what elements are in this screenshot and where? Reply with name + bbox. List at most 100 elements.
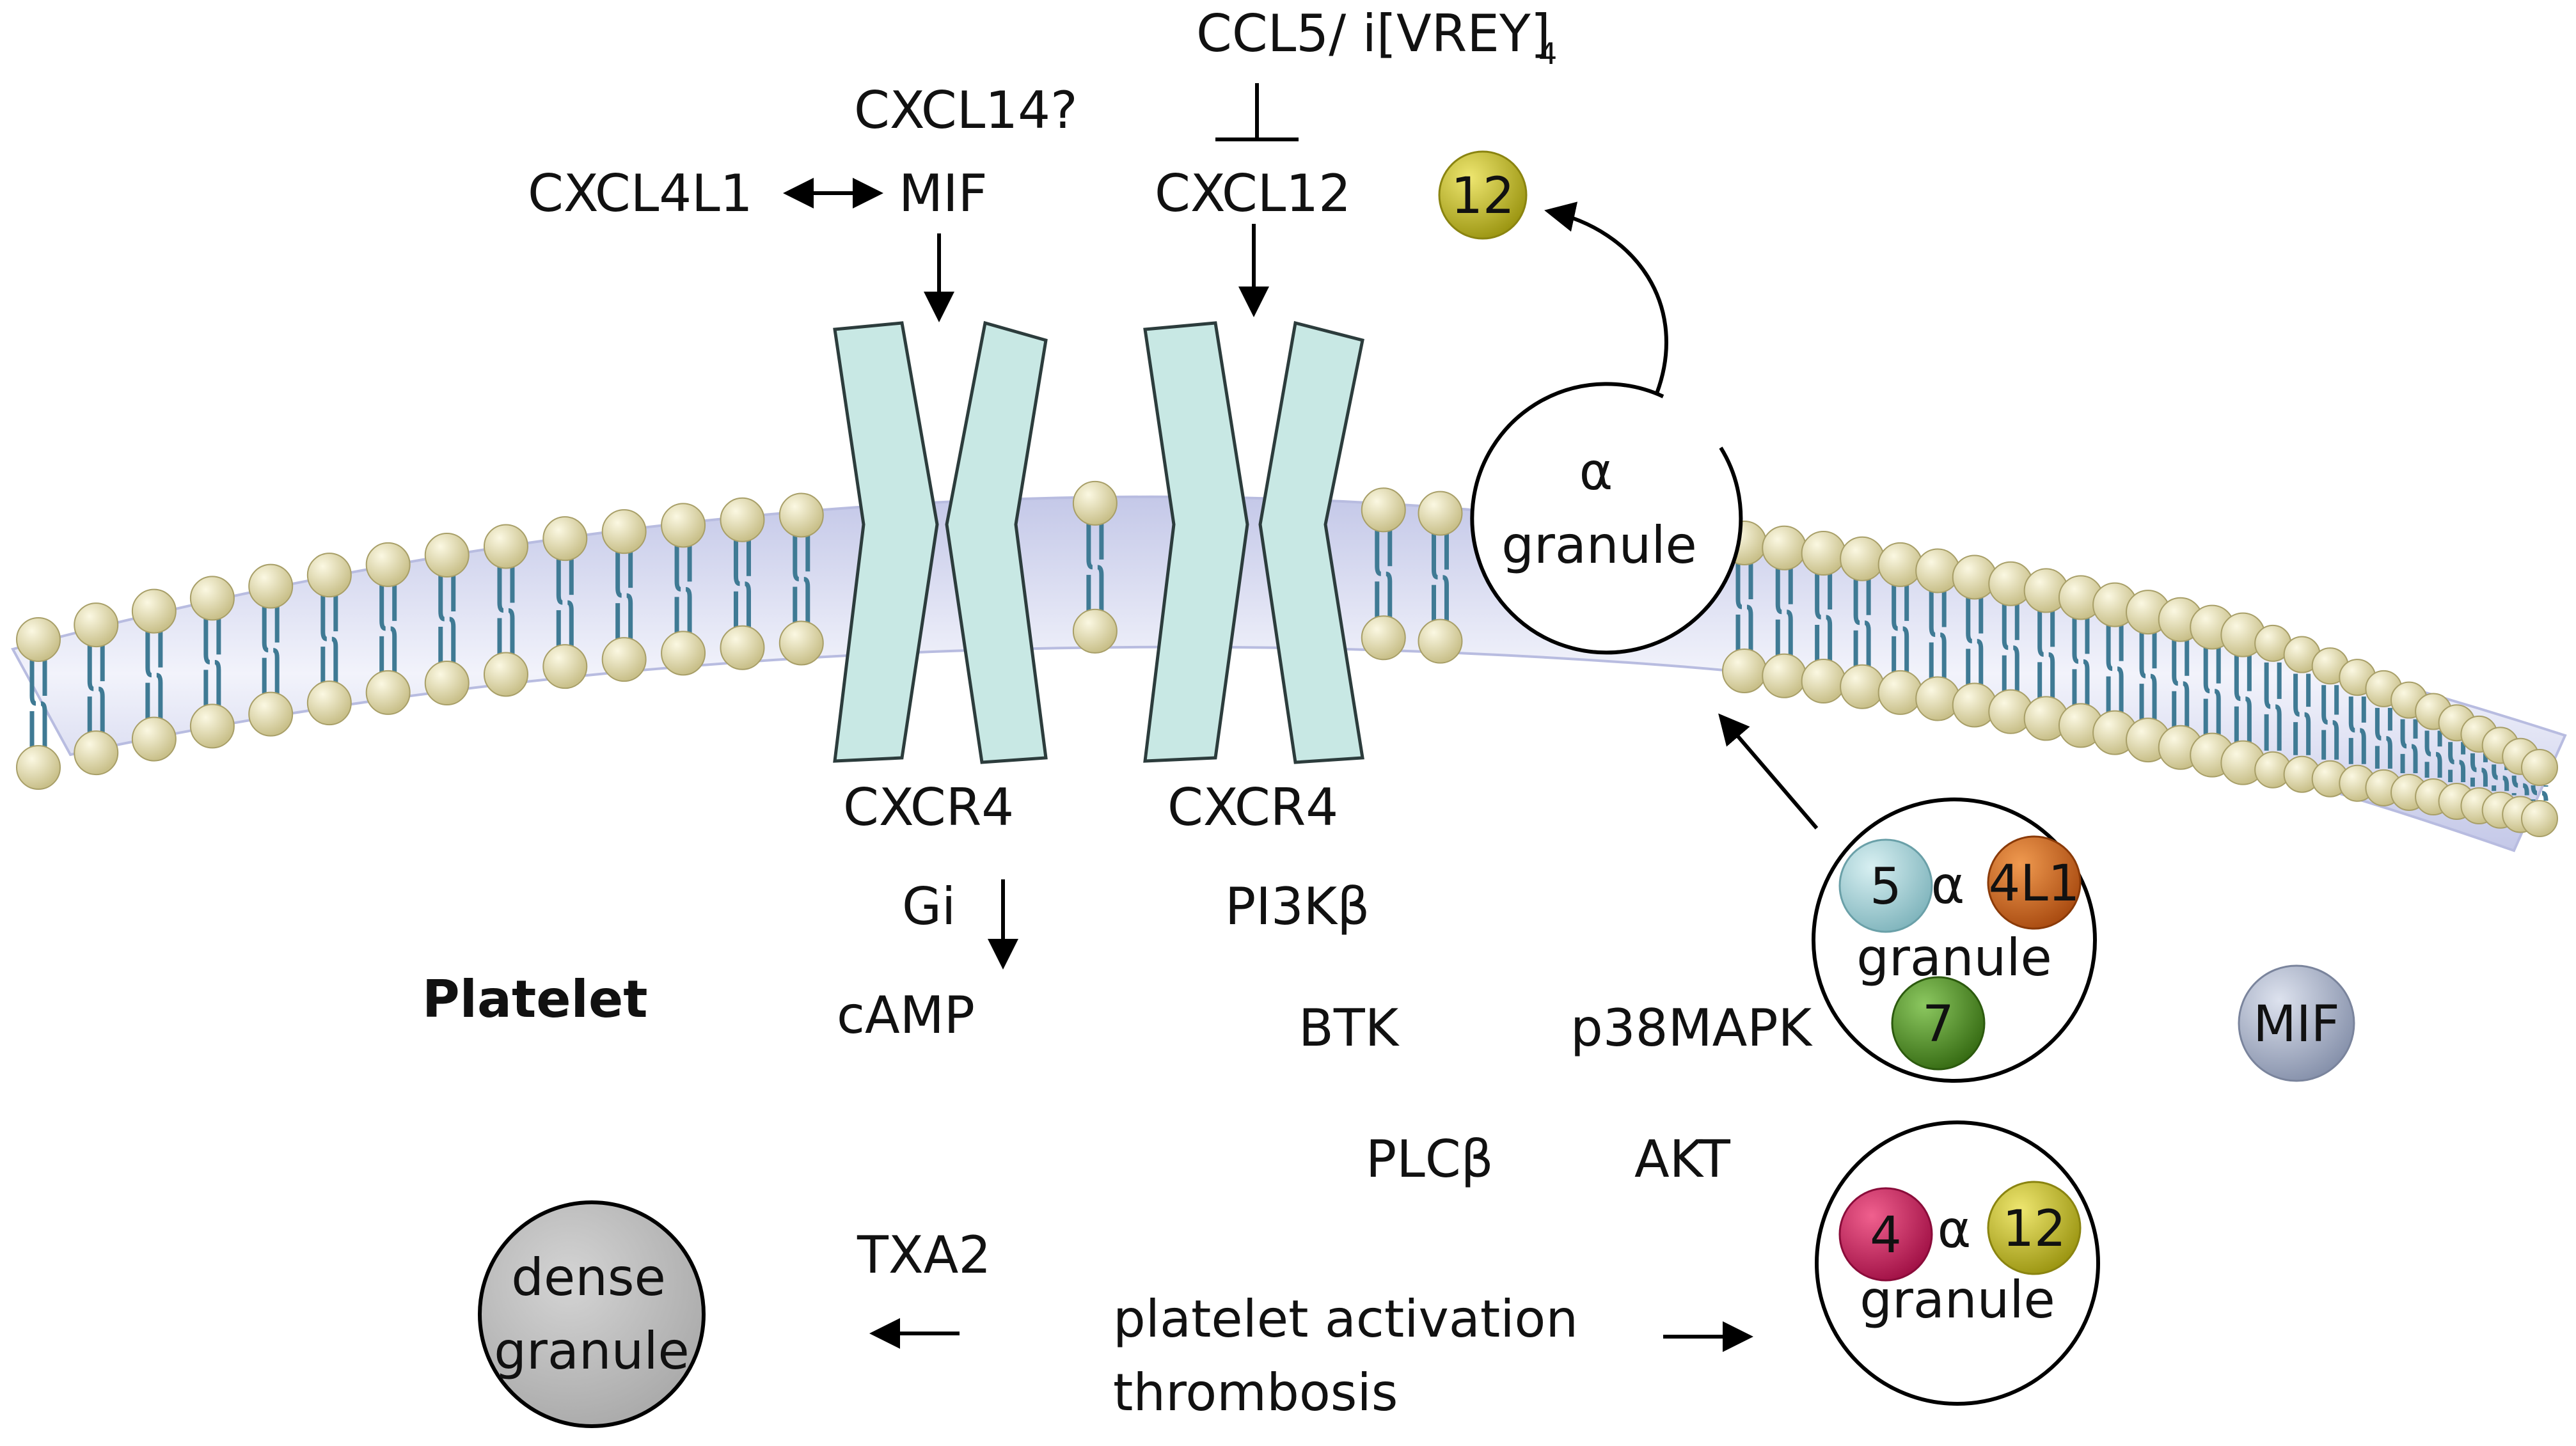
granule-label-middle: granule	[1856, 928, 2052, 987]
mif-label: MIF	[899, 164, 988, 223]
platelet-label: Platelet	[422, 970, 647, 1029]
lipid-tail	[1929, 590, 1947, 680]
lipid-tail	[438, 574, 456, 664]
chemokine-4-ball: 4	[1838, 1187, 1933, 1282]
lipid-head-inner	[1361, 615, 1406, 661]
lipid-head-inner	[661, 631, 706, 676]
lipid-tail	[497, 565, 515, 656]
lipid-tail	[1735, 562, 1753, 652]
lipid-head-outer	[542, 516, 588, 562]
ccl5-subscript: 4	[1538, 36, 1557, 71]
lipid-head-outer	[1762, 525, 1807, 570]
chemokine-7-ball: 7	[1891, 976, 1986, 1071]
pi3k-label: PI3Kβ	[1225, 877, 1370, 936]
chemokine-12-ball: 12	[1987, 1181, 2082, 1275]
lipid-tail	[733, 538, 751, 629]
lipid-tail	[2037, 609, 2055, 700]
p38mapk-label: p38MAPK	[1570, 998, 1813, 1058]
lipid-tail	[793, 534, 810, 624]
ccl5-label: CCL5/ i[VREY]	[1196, 4, 1551, 63]
lipid-tail	[2234, 654, 2252, 744]
activation-label: platelet activation	[1113, 1289, 1578, 1349]
lipid-head-outer	[1072, 480, 1118, 526]
alpha-to-membrane-arrow	[1718, 713, 1819, 829]
lipid-head-inner	[248, 691, 294, 737]
cxcr4-receptor-right	[1143, 320, 1364, 764]
lipid-head-outer	[1418, 491, 1463, 536]
lipid-tail	[1853, 578, 1871, 668]
lipid-tail	[1892, 583, 1909, 673]
lipid-head-inner	[1762, 653, 1807, 698]
lipid-head-outer	[131, 588, 177, 634]
lipid-head-outer	[74, 602, 119, 648]
lipid-head-outer	[483, 524, 528, 569]
chemokine-5-ball: 5	[1838, 838, 1933, 933]
lipid-tail	[2424, 730, 2442, 778]
cxcl4l1-label: CXCL4L1	[528, 164, 753, 223]
lipid-head-inner	[365, 670, 411, 715]
lipid-tail	[1966, 596, 1984, 686]
lipid-tail	[2400, 719, 2418, 773]
lipid-tail	[2002, 602, 2019, 693]
release-arrow	[1544, 201, 1668, 395]
cxcl14-label: CXCL14?	[854, 81, 1078, 140]
svg-text:MIF: MIF	[2253, 996, 2339, 1053]
btk-label: BTK	[1299, 998, 1400, 1058]
lipid-head-outer	[1877, 542, 1923, 587]
lipid-tail	[87, 644, 105, 734]
lipid-tail	[2470, 753, 2488, 787]
lipid-head-outer	[661, 503, 706, 548]
cxcr4-label-right: CXCR4	[1167, 778, 1338, 837]
granule-label-top: granule	[1501, 515, 1697, 575]
lipid-head-inner	[74, 730, 119, 776]
dense-label: dense	[511, 1248, 666, 1307]
lipid-head-inner	[720, 625, 765, 670]
lipid-tail	[2321, 685, 2339, 760]
lipid-tail	[379, 583, 397, 673]
lipid-tail	[2448, 742, 2466, 783]
lipid-tail	[320, 594, 338, 684]
alpha-granule-top: α granule	[1470, 382, 1743, 655]
svg-text:5: 5	[1870, 858, 1902, 916]
lipid-tail	[2172, 638, 2190, 728]
lipid-bilayer	[16, 480, 2558, 837]
lipid-head-outer	[306, 553, 352, 598]
lipid-head-inner	[778, 620, 824, 666]
lipid-head-outer	[720, 497, 765, 542]
dense-granule-label: granule	[494, 1321, 690, 1381]
lipid-head-outer	[1915, 548, 1961, 593]
lipid-tail	[2293, 673, 2311, 755]
lipid-head-inner	[542, 644, 588, 689]
lipid-head-inner	[2521, 800, 2558, 837]
cxcl12-label: CXCL12	[1155, 164, 1351, 223]
lipid-tail	[2106, 624, 2124, 714]
granule-label-bottom: granule	[1860, 1270, 2055, 1330]
lipid-head-inner	[16, 745, 61, 790]
lipid-head-inner	[424, 661, 470, 706]
plc-label: PLCβ	[1366, 1129, 1494, 1189]
akt-label: AKT	[1634, 1129, 1731, 1189]
lipid-tail	[29, 659, 47, 748]
alpha-granule-bottom: 4 α 12 granule	[1815, 1120, 2100, 1406]
mif-ball: MIF	[2238, 964, 2355, 1082]
alpha-symbol-bottom: α	[1938, 1200, 1972, 1259]
lipid-tail	[1375, 529, 1393, 619]
lipid-head-inner	[1801, 659, 1846, 704]
alpha-granule-middle: 5 α 4L1 granule 7	[1812, 798, 2097, 1083]
lipid-tail	[2264, 662, 2282, 751]
alpha-symbol-top: α	[1579, 442, 1613, 501]
lipid-head-inner	[1072, 608, 1118, 654]
dense-granule: dense granule	[478, 1200, 706, 1428]
svg-text:12: 12	[2002, 1200, 2066, 1258]
svg-text:4L1: 4L1	[1989, 855, 2080, 913]
lipid-head-inner	[1418, 618, 1463, 664]
svg-text:12: 12	[1451, 168, 1514, 225]
svg-text:7: 7	[1922, 996, 1954, 1053]
lipid-head-outer	[189, 576, 235, 621]
lipid-head-inner	[306, 680, 352, 726]
lipid-head-inner	[131, 716, 177, 762]
txa2-label: TXA2	[857, 1225, 991, 1285]
lipid-head-inner	[189, 703, 235, 749]
lipid-head-outer	[1801, 531, 1846, 576]
